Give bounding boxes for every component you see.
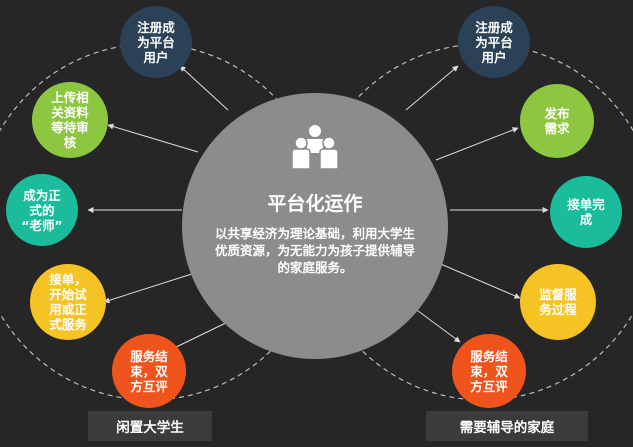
left-node-upload: 上传相 关资料 等待审 核 — [32, 82, 108, 158]
panel-college-students: 闲置大学生 — [88, 411, 212, 441]
arrow-right-1 — [405, 65, 459, 111]
arrow-right-2 — [435, 127, 519, 161]
panel-families: 需要辅导的家庭 — [426, 411, 588, 441]
arrow-left-1 — [179, 65, 229, 111]
hub-title: 平台化运作 — [267, 193, 363, 215]
left-node-review: 服务结 束，双 方互评 — [112, 334, 186, 408]
left-node-register: 注册成 为平台 用户 — [120, 6, 192, 78]
people-group-icon — [291, 125, 339, 170]
right-node-post-demand: 发布 需求 — [520, 84, 594, 158]
arrow-right-5 — [409, 304, 461, 343]
arrow-left-2 — [107, 123, 199, 153]
right-node-review: 服务结 束，双 方互评 — [452, 334, 526, 408]
arrow-left-4 — [103, 271, 199, 304]
right-node-order-complete: 接单完 成 — [550, 176, 622, 248]
arrow-right-4 — [435, 261, 521, 299]
right-node-supervise: 监督服 务过程 — [520, 264, 596, 340]
hub-circle: 平台化运作 以共享经济为理论基础，利用大学生优质资源，为无能力为孩子提供辅导的家… — [182, 93, 448, 359]
left-node-accept-order: 接单， 开始试 用或正 式服务 — [30, 264, 106, 340]
right-node-register: 注册成 为平台 用户 — [458, 6, 530, 78]
left-node-teacher: 成为正 式的 “老师” — [6, 174, 78, 246]
hub-description: 以共享经济为理论基础，利用大学生优质资源，为无能力为孩子提供辅导的家庭服务。 — [214, 226, 415, 275]
